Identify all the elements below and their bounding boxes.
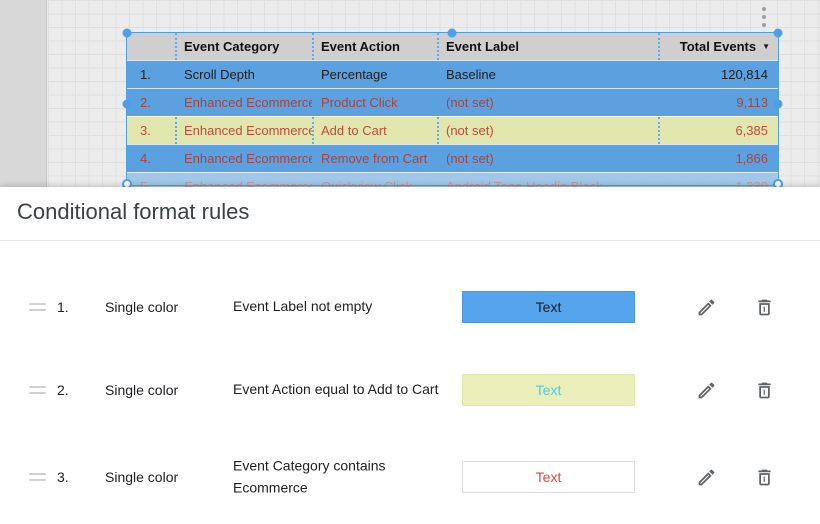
rule-color-swatch[interactable]: Text — [462, 291, 635, 323]
cell-category: Enhanced Ecommerce — [184, 179, 312, 187]
trash-icon — [757, 299, 771, 315]
cell-total: 120,814 — [721, 67, 768, 82]
cell-action: Product Click — [321, 95, 398, 110]
cell-category: Scroll Depth — [184, 67, 255, 82]
conditional-format-panel: Conditional format rules 1. Single color… — [0, 187, 820, 524]
cell-label: Baseline — [446, 67, 496, 82]
resize-handle-top-right[interactable] — [773, 28, 783, 38]
edit-rule-button[interactable] — [694, 378, 718, 402]
resize-handle-mid-right[interactable] — [773, 99, 783, 109]
header-total-events[interactable]: Total Events ▼ — [658, 33, 778, 60]
pencil-icon — [698, 382, 714, 398]
table-row: 4. Enhanced Ecommerce Remove from Cart (… — [127, 144, 778, 172]
table-row: 2. Enhanced Ecommerce Product Click (not… — [127, 88, 778, 116]
cell-row-number: 2. — [140, 95, 151, 110]
edit-rule-button[interactable] — [694, 465, 718, 489]
cell-total: 9,113 — [736, 95, 768, 110]
cell-action: Add to Cart — [312, 117, 437, 144]
panel-title: Conditional format rules — [17, 199, 250, 224]
trash-icon — [757, 469, 771, 485]
kebab-menu-icon[interactable] — [757, 6, 771, 28]
resize-handle-bottom-left[interactable] — [122, 179, 132, 187]
resize-handle-top-center[interactable] — [447, 28, 457, 38]
header-row-number — [127, 33, 175, 60]
format-rule-row: 2. Single color Event Action equal to Ad… — [0, 357, 820, 423]
table-row: 3. Enhanced Ecommerce Add to Cart (not s… — [127, 116, 778, 144]
report-canvas: Event Category Event Action Event Label … — [0, 0, 820, 187]
rule-type: Single color — [105, 382, 179, 398]
drag-handle-icon[interactable] — [29, 386, 46, 394]
cell-total: 1,330 — [735, 179, 768, 187]
drag-handle-icon[interactable] — [29, 303, 46, 311]
header-event-category[interactable]: Event Category — [175, 33, 312, 60]
trash-icon — [757, 382, 771, 398]
resize-handle-bottom-right[interactable] — [773, 179, 783, 187]
table-header-row: Event Category Event Action Event Label … — [127, 33, 778, 60]
panel-divider — [0, 240, 820, 241]
drag-handle-icon[interactable] — [29, 473, 46, 481]
cell-total: 6,385 — [658, 117, 778, 144]
rule-condition: Event Label not empty — [233, 298, 373, 315]
rule-condition: Event Category contains Ecommerce — [233, 457, 386, 495]
header-event-action[interactable]: Event Action — [312, 33, 437, 60]
rule-type: Single color — [105, 469, 179, 485]
resize-handle-top-left[interactable] — [122, 28, 132, 38]
page-margin — [0, 0, 47, 187]
data-table[interactable]: Event Category Event Action Event Label … — [127, 33, 778, 187]
cell-action: Quickview Click — [321, 179, 413, 187]
cell-label: (not set) — [437, 117, 658, 144]
cell-label: (not set) — [446, 151, 494, 166]
rule-number: 3. — [57, 469, 69, 485]
rule-condition: Event Action equal to Add to Cart — [233, 381, 439, 398]
format-rule-row: 3. Single color Event Category contains … — [0, 444, 820, 510]
rule-type: Single color — [105, 299, 179, 315]
rule-color-swatch[interactable]: Text — [462, 374, 635, 406]
rule-number: 1. — [57, 299, 69, 315]
format-rule-row: 1. Single color Event Label not empty Te… — [0, 274, 820, 340]
resize-handle-mid-left[interactable] — [122, 99, 132, 109]
pencil-icon — [698, 299, 714, 315]
cell-row-number: 1. — [140, 67, 151, 82]
pencil-icon — [698, 469, 714, 485]
rule-number: 2. — [57, 382, 69, 398]
sort-desc-icon: ▼ — [762, 42, 770, 51]
cell-row-number: 4. — [140, 151, 151, 166]
cell-row-number: 3. — [140, 123, 151, 138]
cell-category: Enhanced Ecommerce — [175, 117, 312, 144]
header-event-label[interactable]: Event Label — [437, 33, 658, 60]
cell-action: Remove from Cart — [321, 151, 428, 166]
cell-action: Percentage — [321, 67, 388, 82]
table-row: 1. Scroll Depth Percentage Baseline 120,… — [127, 60, 778, 88]
table-row: 5. Enhanced Ecommerce Quickview Click An… — [127, 172, 778, 187]
rule-color-swatch[interactable]: Text — [462, 461, 635, 493]
cell-label: Android Tone Hoodie Black — [446, 179, 603, 187]
edit-rule-button[interactable] — [694, 295, 718, 319]
cell-total: 1,866 — [735, 151, 768, 166]
cell-category: Enhanced Ecommerce — [184, 151, 312, 166]
cell-row-number: 5. — [140, 179, 151, 187]
cell-category: Enhanced Ecommerce — [184, 95, 312, 110]
delete-rule-button[interactable] — [752, 465, 776, 489]
delete-rule-button[interactable] — [752, 378, 776, 402]
delete-rule-button[interactable] — [752, 295, 776, 319]
cell-label: (not set) — [446, 95, 494, 110]
